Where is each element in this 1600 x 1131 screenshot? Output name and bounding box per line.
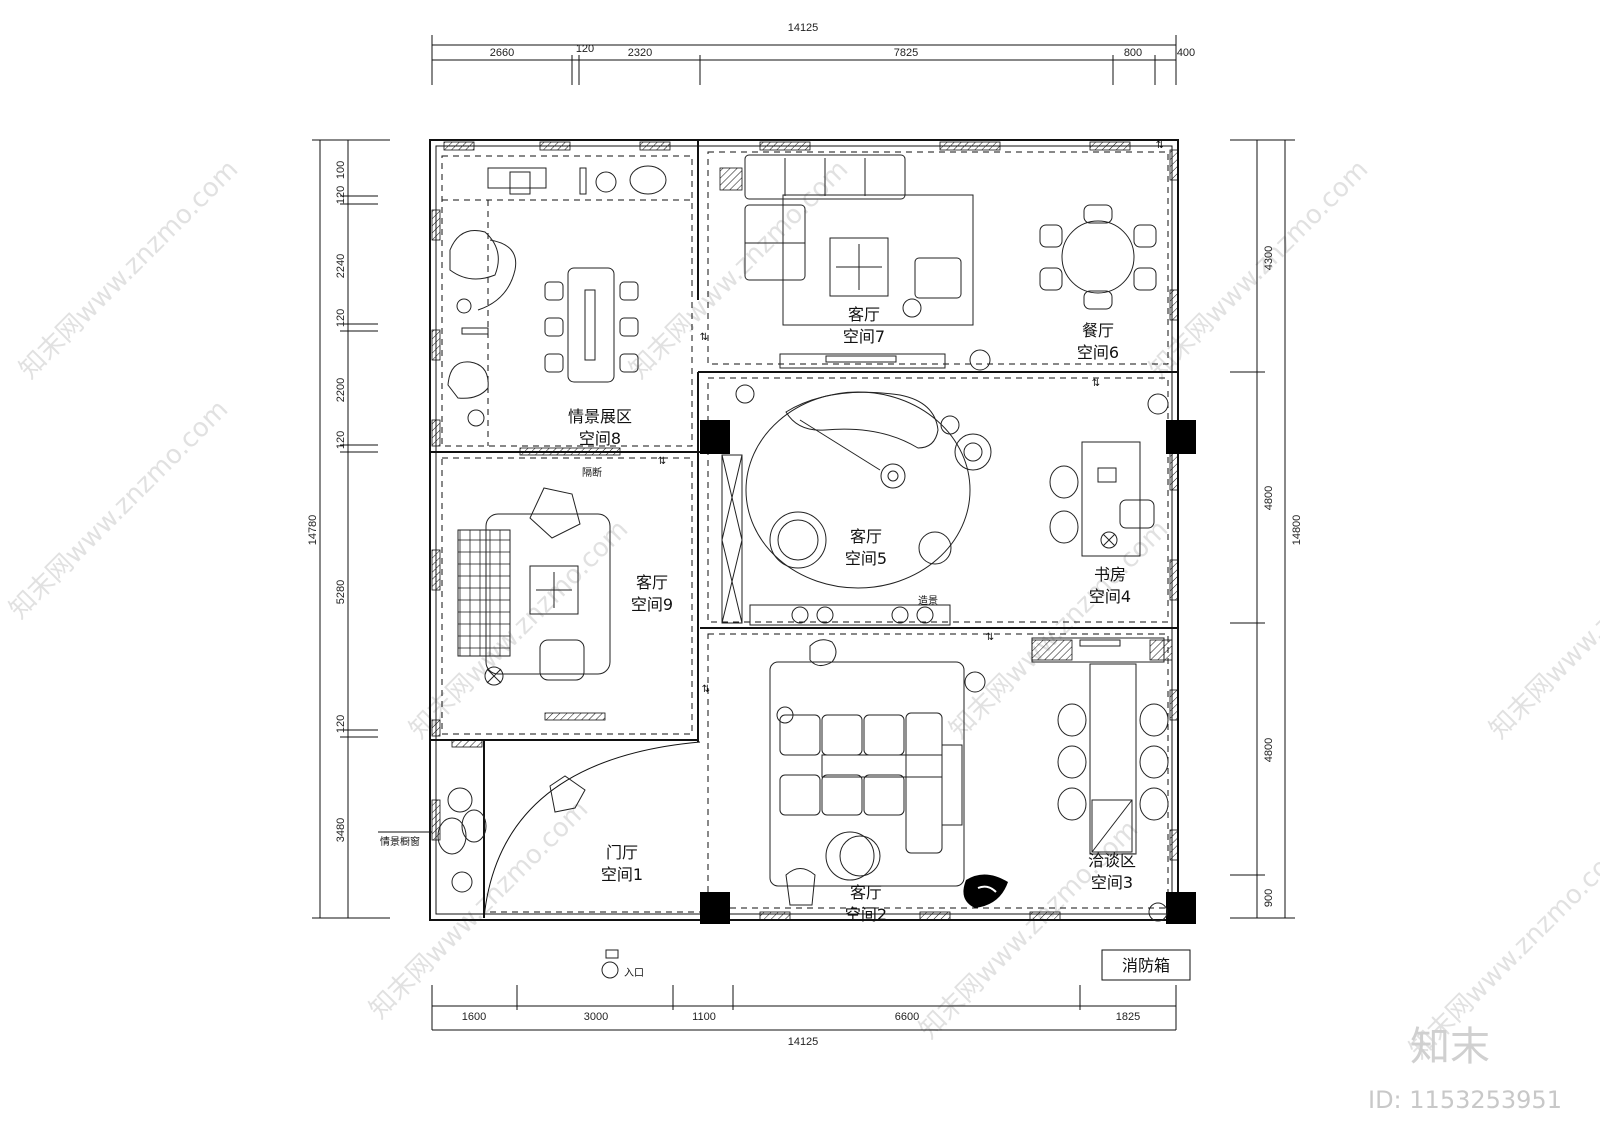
top-dimensions: 14125 2660 120 2320 7825 800 400 bbox=[431, 22, 1195, 85]
wall-hatching bbox=[431, 141, 1179, 921]
door-markers: ⇅ ⇅ ⇅ ⇅ ⇅ ⇅ bbox=[658, 140, 1164, 695]
fire-box-label: 消防箱 bbox=[1122, 956, 1170, 975]
top-total-dim: 14125 bbox=[788, 22, 819, 34]
top-dim-4: 7825 bbox=[894, 47, 918, 59]
room-id-space-6: 空间6 bbox=[1077, 343, 1119, 362]
room-name-space-6: 餐厅 bbox=[1082, 321, 1114, 340]
room-id-space-4: 空间4 bbox=[1089, 587, 1131, 606]
feature-label: 造景 bbox=[918, 594, 938, 607]
brand-logo-text: 知末 bbox=[1410, 1024, 1490, 1070]
room-name-space-3: 洽谈区 bbox=[1088, 851, 1136, 870]
bottom-dim-1: 1600 bbox=[462, 1011, 486, 1023]
watermark-text: 知末网www.znzmo.com bbox=[404, 514, 635, 745]
room-id-space-5: 空间5 bbox=[845, 549, 887, 568]
furniture-space-3 bbox=[1031, 637, 1173, 922]
room-name-space-1: 门厅 bbox=[606, 843, 638, 862]
room-id-space-2: 空间2 bbox=[845, 905, 887, 924]
left-dim-5: 2200 bbox=[335, 378, 347, 402]
left-dim-6: 120 bbox=[335, 431, 347, 449]
room-name-space-2: 客厅 bbox=[850, 883, 882, 902]
furniture-space-9 bbox=[457, 487, 611, 686]
left-dim-8: 120 bbox=[335, 715, 347, 733]
door-arrow-icon: ⇅ bbox=[986, 632, 994, 643]
entrance-label: 入口 bbox=[624, 968, 644, 979]
watermark-text: 知末网www.znzmo.com bbox=[1484, 514, 1600, 745]
room-id-space-7: 空间7 bbox=[843, 327, 885, 346]
room-name-space-8: 情景展区 bbox=[568, 407, 632, 426]
bottom-dimensions: 1600 3000 1100 6600 1825 14125 bbox=[431, 985, 1177, 1048]
top-dim-2: 120 bbox=[576, 43, 594, 55]
door-arrow-icon: ⇅ bbox=[700, 332, 708, 343]
left-dim-7: 5280 bbox=[335, 580, 347, 604]
door-arrow-icon: ⇅ bbox=[702, 684, 710, 695]
branding: 知末 ID: 1153253951 bbox=[1368, 1024, 1562, 1114]
right-dim-3: 4800 bbox=[1263, 738, 1275, 762]
window-label: 情景橱窗 bbox=[380, 835, 420, 848]
room-name-space-7: 客厅 bbox=[848, 305, 880, 324]
room-id-space-8: 空间8 bbox=[579, 429, 621, 448]
door-arrow-icon: ⇅ bbox=[658, 456, 666, 467]
watermark-text: 知末网www.znzmo.com bbox=[14, 154, 245, 385]
right-dimensions: 4300 4800 4800 900 14800 bbox=[1230, 139, 1303, 919]
left-dim-2: 120 bbox=[335, 186, 347, 204]
furniture-space-5 bbox=[721, 384, 992, 626]
left-dim-4: 120 bbox=[335, 309, 347, 327]
top-dim-1: 2660 bbox=[490, 47, 514, 59]
furniture-space-8 bbox=[447, 165, 667, 427]
right-dim-2: 4800 bbox=[1263, 486, 1275, 510]
top-dim-3: 2320 bbox=[628, 47, 652, 59]
left-dimensions: 100 120 2240 120 2200 120 5280 120 3480 … bbox=[307, 139, 390, 919]
right-total-dim: 14800 bbox=[1291, 515, 1303, 546]
furniture-space-1 bbox=[437, 775, 619, 979]
left-dim-3: 2240 bbox=[335, 254, 347, 278]
door-arrow-icon: ⇅ bbox=[1156, 140, 1164, 151]
left-dim-1: 100 bbox=[335, 161, 347, 179]
watermark-text: 知末网www.znzmo.com bbox=[4, 394, 235, 625]
furniture-space-2 bbox=[769, 639, 1008, 908]
right-dim-1: 4300 bbox=[1263, 246, 1275, 270]
bottom-dim-5: 1825 bbox=[1116, 1011, 1140, 1023]
room-labels: 情景展区 空间8 客厅 空间7 餐厅 空间6 客厅 空间5 书房 空间4 客厅 … bbox=[568, 305, 1136, 924]
image-id-text: ID: 1153253951 bbox=[1368, 1086, 1562, 1114]
left-dim-9: 3480 bbox=[335, 818, 347, 842]
room-name-space-9: 客厅 bbox=[636, 573, 668, 592]
room-id-space-1: 空间1 bbox=[601, 865, 643, 884]
bottom-dim-2: 3000 bbox=[584, 1011, 608, 1023]
bottom-dim-3: 1100 bbox=[692, 1011, 716, 1023]
room-name-space-4: 书房 bbox=[1094, 565, 1126, 584]
top-dim-5: 800 bbox=[1124, 47, 1142, 59]
right-dim-4: 900 bbox=[1263, 889, 1275, 907]
walls bbox=[429, 139, 1179, 921]
watermark-text: 知末网www.znzmo.com bbox=[364, 794, 595, 1025]
door-arrow-icon: ⇅ bbox=[1092, 378, 1100, 389]
room-id-space-9: 空间9 bbox=[631, 595, 673, 614]
room-name-space-5: 客厅 bbox=[850, 527, 882, 546]
watermark-text: 知末网www.znzmo.com bbox=[914, 814, 1145, 1045]
bottom-total-dim: 14125 bbox=[788, 1036, 819, 1048]
left-total-dim: 14780 bbox=[307, 515, 319, 546]
watermark-layer: 知末网www.znzmo.com 知末网www.znzmo.com 知末网www… bbox=[4, 154, 1600, 1065]
furniture-space-4 bbox=[1049, 441, 1155, 557]
furniture-space-7 bbox=[744, 154, 991, 371]
bottom-dim-4: 6600 bbox=[895, 1011, 919, 1023]
columns bbox=[700, 420, 1196, 924]
partition-label: 隔断 bbox=[582, 466, 602, 479]
room-id-space-3: 空间3 bbox=[1091, 873, 1133, 892]
annotations: 隔断 造景 情景橱窗 入口 消防箱 bbox=[378, 466, 1191, 981]
top-dim-6: 400 bbox=[1177, 47, 1195, 59]
furniture-space-6 bbox=[1039, 204, 1169, 415]
